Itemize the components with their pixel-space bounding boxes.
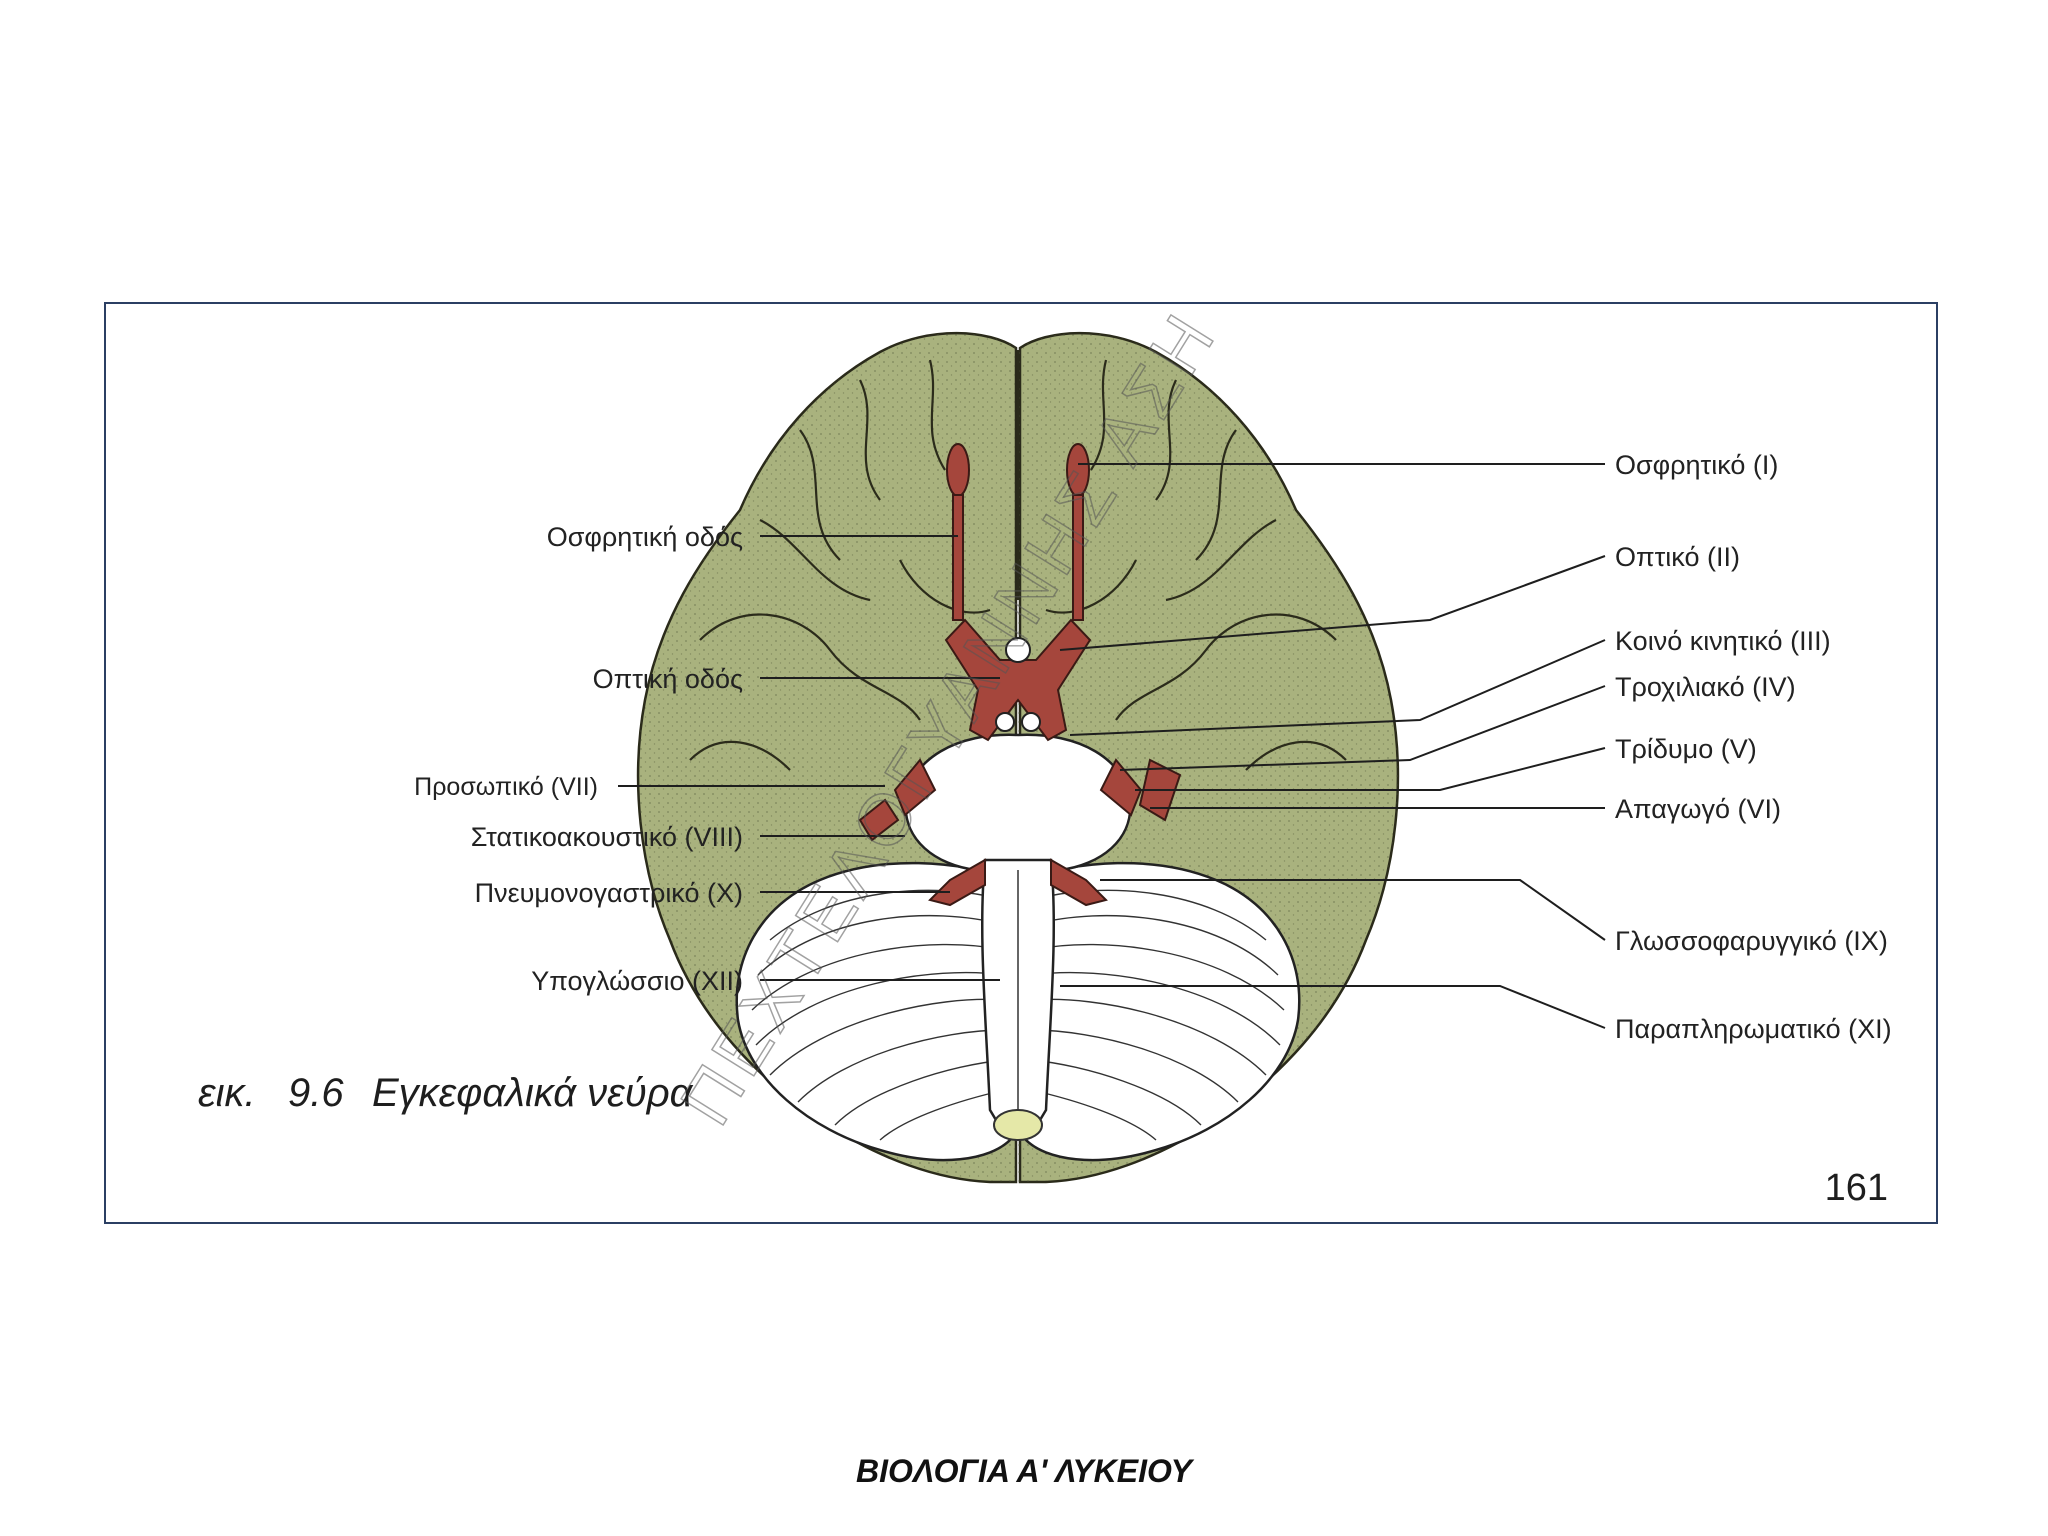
caption-number: 9.6 <box>288 1071 344 1115</box>
sulci-lines <box>689 350 1347 771</box>
facial-left <box>858 798 900 842</box>
label-facial: Προσωπικό (VII) <box>414 773 598 801</box>
caption-title: Εγκεφαλικά νεύρα <box>372 1071 694 1115</box>
cranial-nerves <box>858 443 1182 907</box>
olfactory-tract-left <box>952 494 964 621</box>
trigeminal-right <box>1099 758 1143 817</box>
label-vagus: Πνευμονογαστρικό (X) <box>475 878 743 908</box>
trigeminal-left <box>893 758 937 817</box>
label-optic: Οπτικό (II) <box>1615 542 1740 572</box>
label-glossopharyngeal: Γλωσσοφαρυγγικό (IX) <box>1615 926 1888 956</box>
label-optic-tract: Οπτική οδός <box>593 664 743 694</box>
label-olfactory-tract: Οσφρητική οδός <box>547 522 743 552</box>
right-labels: Οσφρητικό (I) Οπτικό (II) Κοινό κινητικό… <box>1615 450 1892 1044</box>
cerebellum-left <box>735 861 1012 1162</box>
cerebellum-right <box>1024 861 1301 1162</box>
optic-chiasm <box>944 618 1092 742</box>
label-hypoglossal: Υπογλώσσιο (XII) <box>531 966 743 996</box>
figure-caption: εικ. 9.6 Εγκεφαλικά νεύρα <box>198 1071 694 1115</box>
label-olfactory: Οσφρητικό (I) <box>1615 450 1778 480</box>
leader-lines <box>618 463 1606 1029</box>
spinal-cord-section <box>993 1109 1043 1141</box>
left-labels: Οσφρητική οδός Οπτική οδός Προσωπικό (VI… <box>414 522 743 996</box>
cerebellum <box>735 861 1301 1162</box>
mammillary-bodies <box>995 637 1041 732</box>
page-number: 161 <box>1825 1167 1888 1209</box>
vagus-right <box>1050 858 1108 907</box>
vagus-left <box>928 858 986 907</box>
olfactory-tract-right <box>1072 494 1084 621</box>
label-vestibulocochlear: Στατικοακουστικό (VIII) <box>471 822 743 852</box>
brainstem <box>904 733 1132 1141</box>
label-abducens: Απαγωγό (VI) <box>1615 794 1781 824</box>
caption-label: εικ. <box>198 1071 256 1115</box>
footer-title: ΒΙΟΛΟΓΙΑ Α' ΛΥΚΕΙΟΥ <box>856 1453 1192 1489</box>
olfactory-bulb-left <box>946 443 970 497</box>
label-trochlear: Τροχιλιακό (IV) <box>1615 672 1796 702</box>
label-oculomotor: Κοινό κινητικό (III) <box>1615 626 1831 656</box>
label-accessory: Παραπληρωματικό (XI) <box>1615 1014 1892 1044</box>
label-trigeminal: Τρίδυμο (V) <box>1615 734 1757 764</box>
